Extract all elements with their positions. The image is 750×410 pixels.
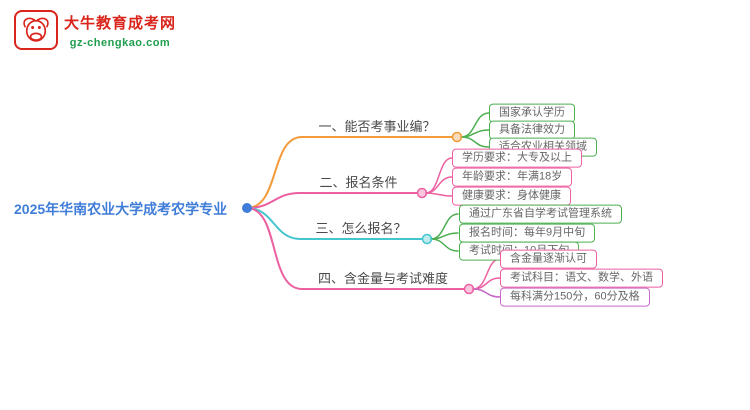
branch-3-child-1: 通过广东省自学考试管理系统 [459, 204, 622, 224]
branch-3-label: 三、怎么报名？ [315, 221, 407, 236]
branch-4-label: 四、含金量与考试难度 [317, 271, 448, 286]
branch-2-node-dot [416, 187, 428, 199]
branch-2-child-2-line [425, 176, 453, 194]
branch-3-child-2-line [430, 232, 459, 240]
branch-2-line [246, 192, 418, 209]
logo-title: 大牛教育成考网 [64, 15, 177, 32]
bull-logo-icon [14, 10, 58, 50]
logo-url: gz-chengkao.com [69, 37, 171, 49]
branch-4-child-2: 考试科目：语文、数学、外语 [500, 268, 663, 288]
branch-4-line [246, 207, 465, 290]
branch-2-label: 二、报名条件 [319, 175, 398, 190]
branch-4-child-3: 每科满分150分，60分及格 [500, 287, 650, 307]
logo-text: 大牛教育成考网 gz-chengkao.com [64, 10, 176, 49]
branch-1-child-3-line [460, 136, 490, 148]
branch-4-child-1-line [472, 258, 501, 290]
branch-3-child-3-line [430, 238, 459, 252]
root-node: 2025年华南农业大学成考农学专业 [14, 201, 228, 217]
branch-1-line [246, 136, 453, 209]
branch-4-node-dot [463, 283, 475, 295]
branch-1-child-1: 国家承认学历 [489, 103, 575, 123]
root-node-dot [242, 203, 252, 213]
branch-2-child-3: 健康要求：身体健康 [452, 186, 571, 206]
branch-2-child-3-line [425, 192, 453, 197]
branch-2-child-1: 学历要求：大专及以上 [452, 148, 582, 168]
branch-1-label: 一、能否考事业编？ [318, 119, 436, 134]
branch-1-child-2: 具备法律效力 [489, 120, 575, 140]
branch-2-child-2: 年龄要求：年满18岁 [452, 167, 573, 187]
branch-3-child-2: 报名时间：每年9月中旬 [459, 223, 596, 243]
branch-2-child-1-line [425, 157, 453, 194]
logo: 大牛教育成考网 gz-chengkao.com [14, 10, 176, 50]
branch-4-child-3-line [472, 288, 501, 298]
branch-4-child-1: 含金量逐渐认可 [500, 249, 597, 269]
branch-3-node-dot [421, 233, 433, 245]
branch-1-child-2-line [460, 129, 490, 138]
branch-1-node-dot [451, 131, 463, 143]
